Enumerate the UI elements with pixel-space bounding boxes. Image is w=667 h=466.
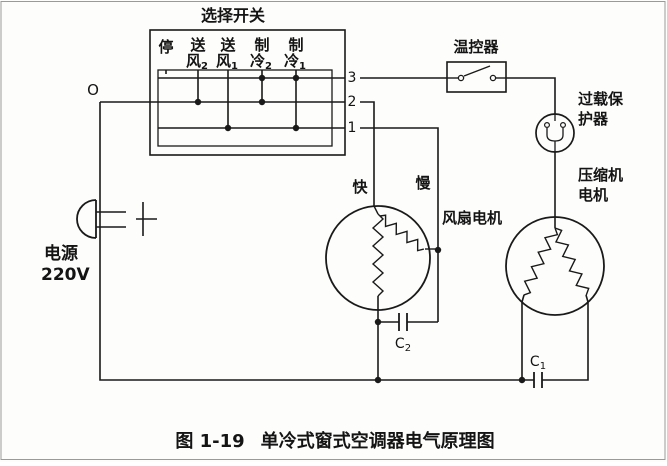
position-fan2-char1: 送	[189, 36, 206, 54]
terminal-1-label: 1	[348, 120, 357, 136]
figure-number: 图 1-19	[175, 431, 244, 452]
position-cool2-char2-text: 冷	[250, 52, 265, 70]
capacitor-c1-name: C	[530, 354, 540, 370]
capacitor-c2-plates	[398, 313, 408, 331]
thermostat-box	[446, 61, 507, 93]
capacitor-c2-label: C2	[395, 336, 411, 354]
overload-contact-left	[543, 121, 550, 128]
overload-label-line1: 过载保	[578, 90, 624, 108]
fan-aux-winding	[379, 214, 425, 252]
compressor-motor-circle	[505, 216, 605, 316]
position-cool1-char2: 冷1	[284, 52, 306, 72]
compressor-winding-left	[523, 227, 559, 296]
position-fan1-subscript: 1	[231, 61, 238, 72]
fan-main-winding	[371, 213, 385, 297]
position-cool2-char2: 冷2	[250, 52, 272, 72]
compressor-wire-left	[521, 294, 525, 380]
fan-slow-label: 慢	[415, 174, 431, 192]
position-fan1-char2: 风1	[216, 52, 238, 72]
compressor-label-line2: 电机	[578, 186, 608, 204]
wire-1-to-fan-slow	[360, 127, 439, 322]
compressor-wire-right-stub	[585, 294, 589, 303]
position-cool1-char1: 制	[288, 36, 303, 54]
junction-dots	[194, 74, 526, 384]
figure-caption: 图 1-19 单冷式窗式空调器电气原理图	[175, 430, 494, 452]
junction-dot	[258, 98, 266, 106]
capacitor-c1-plates	[533, 372, 543, 388]
thermostat-label: 温控器	[453, 38, 499, 56]
fan-motor-label: 风扇电机	[442, 209, 502, 227]
position-fan2-char2-text: 风	[186, 52, 201, 70]
junction-dot	[518, 376, 526, 384]
position-cool2-char1: 制	[254, 36, 269, 54]
wire-supply-and-bottom-rail	[99, 102, 534, 381]
compressor-label-line1: 压缩机	[578, 166, 623, 184]
overload-bimetal-element	[546, 128, 564, 152]
capacitor-c1-label: C1	[530, 354, 546, 372]
position-stop-label: 停	[158, 38, 173, 56]
position-cool2-subscript: 2	[265, 61, 272, 72]
junction-dot	[258, 74, 266, 82]
position-cool1-subscript: 1	[299, 61, 306, 72]
selector-switch-title: 选择开关	[201, 6, 265, 25]
fan-motor-circle	[325, 205, 431, 311]
thermostat-contact-right	[489, 74, 497, 82]
junction-dot	[292, 74, 300, 82]
thermostat-contact-left	[457, 74, 465, 82]
junction-dot	[434, 246, 442, 254]
position-fan1-char1: 送	[219, 36, 236, 54]
wire-thermostat-to-overload	[506, 77, 556, 114]
position-fan2-char2: 风2	[186, 52, 208, 72]
wire-2-to-fan-fast	[360, 101, 375, 206]
junction-dot	[194, 98, 202, 106]
junction-dot	[292, 124, 300, 132]
plug-body	[76, 199, 97, 239]
selector-switch-outer-box	[149, 29, 346, 156]
junction-dot	[374, 318, 382, 326]
thermostat-switch-blade	[463, 65, 491, 77]
terminal-2-label: 2	[348, 94, 357, 110]
power-label-line1: 电源	[44, 243, 78, 264]
position-fan2-subscript: 2	[201, 61, 208, 72]
position-cool1-char2-text: 冷	[284, 52, 299, 70]
position-fan1-char2-text: 风	[216, 52, 231, 70]
wire-rail-to-compressor-right	[542, 302, 589, 381]
overload-contact-right	[559, 121, 566, 128]
terminal-3-label: 3	[348, 70, 357, 86]
capacitor-c2-name: C	[395, 336, 405, 352]
power-label-line2: 220V	[41, 265, 90, 285]
capacitor-c1-subscript: 1	[540, 361, 546, 372]
socket-terminal	[136, 202, 157, 236]
fan-fast-label: 快	[352, 178, 368, 196]
junction-dot	[224, 124, 232, 132]
selector-switch-inner-box	[157, 69, 333, 147]
common-terminal-label: O	[87, 81, 99, 99]
overload-label-line2: 护器	[578, 110, 609, 128]
wiring-layer	[76, 29, 605, 388]
fan-fast-entry-stub	[373, 205, 379, 215]
figure-title: 单冷式窗式空调器电气原理图	[261, 430, 495, 452]
compressor-winding-right	[554, 227, 590, 296]
capacitor-c2-subscript: 2	[405, 343, 411, 354]
junction-dot	[374, 376, 382, 384]
